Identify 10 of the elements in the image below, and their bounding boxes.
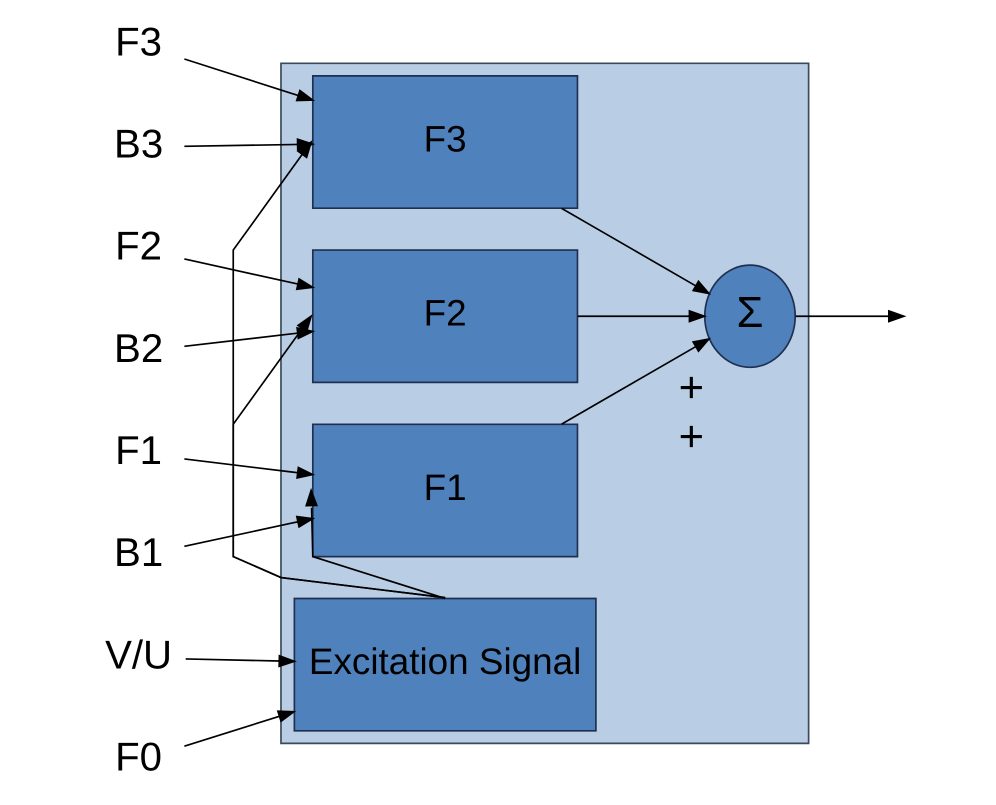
node-text: F2 bbox=[114, 224, 162, 269]
node-text: F1 bbox=[114, 428, 162, 473]
node-text: B1 bbox=[114, 530, 163, 576]
node-text: B3 bbox=[114, 121, 163, 166]
node-text: B2 bbox=[114, 326, 163, 371]
node-text: F0 bbox=[114, 734, 162, 780]
node-text: F3 bbox=[114, 19, 162, 64]
node-text: V/U bbox=[104, 632, 172, 678]
node-label: + bbox=[678, 412, 704, 461]
node-label: + bbox=[678, 364, 704, 412]
